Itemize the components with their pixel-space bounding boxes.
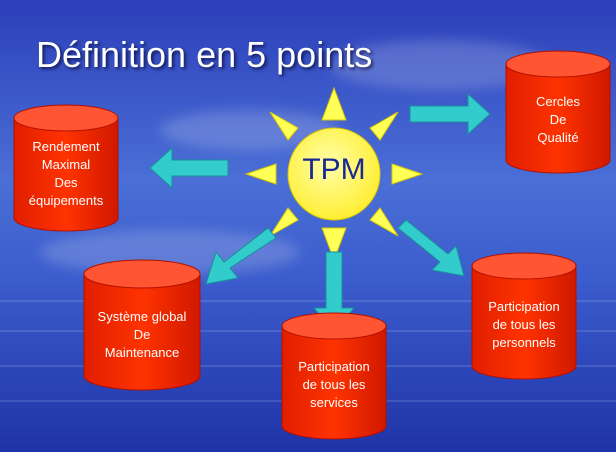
sun-ray-se [369,207,399,237]
cylinder-participation-personnels [471,252,577,380]
slide-title: Définition en 5 points [36,34,373,75]
node-label-participation-services: Participation de tous les services [298,359,370,410]
water-wave [0,300,616,302]
arrows [149,92,491,333]
cylinder-rendement [13,104,119,232]
node-label-cercles: Cercles De Qualité [535,94,581,145]
node-label-rendement: Rendement Maximal Des équipements [28,139,104,208]
arrow-to-cercles [409,92,491,136]
arrow-to-rendement [149,146,229,190]
sun-core [287,127,381,221]
center-label-tpm: TPM [302,153,366,186]
arrow-to-participation-personnels [397,219,465,277]
cylinder-participation-services [281,312,387,440]
cylinder-systeme [83,259,201,391]
sun-ray-nw [269,111,299,141]
sun-ray-s [321,227,347,262]
sun-ray-e [391,163,424,185]
sun-ray-ne [369,111,399,141]
cylinder-cercles [505,50,611,174]
node-label-participation-personnels: Participation de tous les personnels [488,299,560,350]
arrow-to-systeme [205,227,277,285]
sun-ray-w [244,163,277,185]
sun-rays [244,86,424,262]
sun-ray-n [321,86,347,121]
sun-ray-sw [269,207,299,237]
node-label-systeme: Système global De Maintenance [97,309,187,360]
